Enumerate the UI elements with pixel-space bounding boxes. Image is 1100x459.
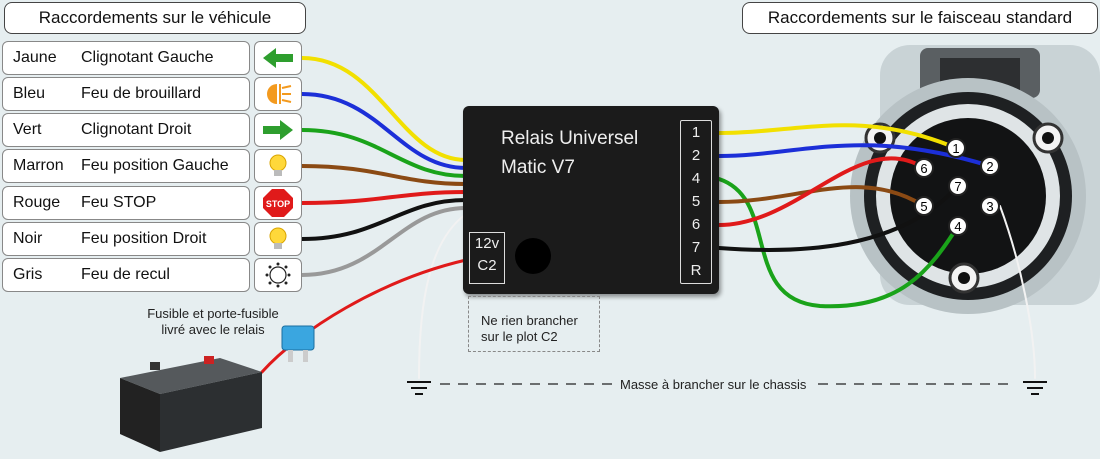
socket-pin-label: 6: [920, 161, 927, 176]
wire-color-label: Marron: [13, 157, 64, 174]
harness-wire: [717, 143, 992, 168]
socket-pin-label: 3: [986, 199, 993, 214]
vehicle-connection-row: Bleu Feu de brouillard: [2, 77, 250, 111]
vehicle-wire: [300, 206, 468, 277]
wire-color-label: Gris: [13, 266, 43, 283]
vehicle-connection-row: Noir Feu position Droit: [2, 222, 250, 256]
relay-pin: 2: [691, 147, 701, 164]
wire-color-label: Jaune: [13, 49, 57, 66]
arrow-right-icon: [254, 113, 302, 147]
relay-module: Relais Universel Matic V7 1 2 4 5 6 7 R …: [463, 106, 719, 294]
socket-pin: 4: [948, 216, 968, 236]
socket-pin: 6: [914, 158, 934, 178]
wire-color-label: Bleu: [13, 85, 46, 102]
ground-symbol-right: [1023, 381, 1047, 395]
function-label: Feu STOP: [81, 194, 157, 211]
trailer-socket: [850, 45, 1100, 314]
c2-pin-label: C2: [477, 257, 497, 274]
ground-symbol-left: [407, 381, 431, 395]
socket-pin-label: 7: [954, 179, 961, 194]
bulb-icon: [254, 149, 302, 183]
harness-wire: [717, 177, 960, 309]
vehicle-wire: [300, 164, 468, 186]
c2-note: Ne rien brancher sur le plot C2: [468, 296, 600, 352]
vehicle-wire: [300, 128, 468, 178]
relay-pin: 4: [691, 170, 701, 187]
relay-mounting-hole: [515, 238, 551, 274]
function-label: Feu de recul: [81, 266, 170, 283]
svg-text:STOP: STOP: [266, 199, 290, 209]
function-label: Clignotant Droit: [81, 121, 192, 138]
vehicle-wire: [300, 56, 468, 162]
arrow-left-icon: [254, 41, 302, 75]
vehicle-connection-row: Marron Feu position Gauche: [2, 149, 250, 183]
battery: [120, 356, 262, 452]
function-label: Feu position Gauche: [81, 157, 229, 174]
vehicle-wire: [300, 92, 468, 170]
power-terminal: 12v C2: [469, 232, 505, 284]
socket-pin: 7: [948, 176, 968, 196]
relay-pin-terminal: 1 2 4 5 6 7 R: [680, 120, 712, 284]
function-label: Feu de brouillard: [81, 85, 202, 102]
relay-pin: R: [690, 262, 702, 279]
ground-note: Masse à brancher sur le chassis: [614, 377, 813, 392]
function-label: Feu position Droit: [81, 230, 207, 247]
vehicle-connection-row: Gris Feu de recul: [2, 258, 250, 292]
socket-pin: 1: [946, 138, 966, 158]
fog-light-icon: [254, 77, 302, 111]
fuse-note-line1: Fusible et porte-fusible: [147, 306, 279, 321]
fuse-note-line2: livré avec le relais: [161, 322, 265, 337]
relay-pin: 6: [691, 216, 701, 233]
power-wire: [260, 258, 468, 374]
relay-name-line1: Relais Universel: [501, 128, 639, 149]
harness-connections-title: Raccordements sur le faisceau standard: [742, 2, 1098, 34]
fuse-icon: [281, 325, 315, 362]
vehicle-connection-row: Rouge Feu STOP: [2, 186, 250, 220]
bulb-icon: [254, 222, 302, 256]
vehicle-connection-row: Jaune Clignotant Gauche: [2, 41, 250, 75]
socket-pin: 2: [980, 156, 1000, 176]
vehicle-wire: [300, 190, 468, 205]
socket-pin-label: 4: [954, 219, 961, 234]
harness-wire: [717, 156, 926, 227]
socket-pin-label: 5: [920, 199, 927, 214]
relay-pin: 1: [691, 124, 701, 141]
socket-pin-label: 1: [952, 141, 959, 156]
relay-pin: 5: [691, 193, 701, 210]
socket-pin-label: 2: [986, 159, 993, 174]
vehicle-wire: [300, 198, 468, 241]
wire-color-label: Noir: [13, 230, 43, 247]
wire-color-label: Vert: [13, 121, 42, 138]
vehicle-connection-row: Vert Clignotant Droit: [2, 113, 250, 147]
ground-wire-relay: [418, 213, 467, 379]
function-label: Clignotant Gauche: [81, 49, 214, 66]
harness-wire: [717, 123, 958, 150]
wire-color-label: Rouge: [13, 194, 61, 211]
harness-wire: [717, 185, 926, 208]
socket-pin: 5: [914, 196, 934, 216]
power-pin-label: 12v: [474, 235, 500, 252]
socket-pin: 3: [980, 196, 1000, 216]
reverse-light-icon: [254, 258, 302, 292]
relay-name-line2: Matic V7: [501, 157, 575, 178]
ground-wire-socket: [999, 205, 1036, 379]
relay-pin: 7: [691, 239, 701, 256]
fuse-note: Fusible et porte-fusible livré avec le r…: [128, 306, 298, 338]
vehicle-connections-title: Raccordements sur le véhicule: [4, 2, 306, 34]
stop-sign-icon: STOP: [254, 186, 302, 220]
